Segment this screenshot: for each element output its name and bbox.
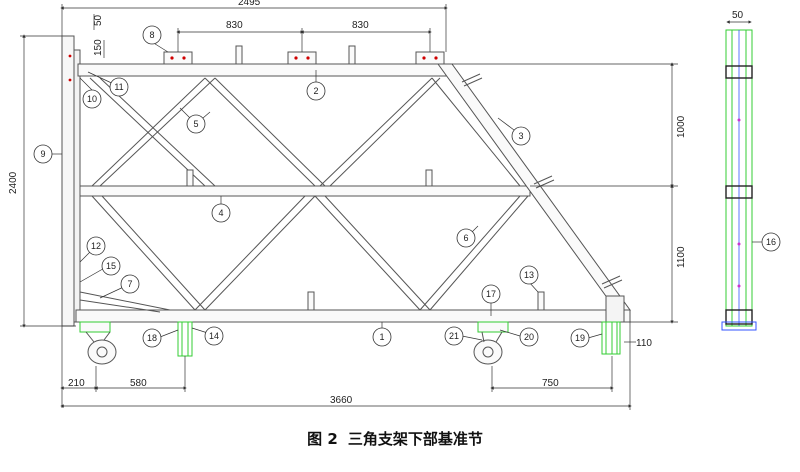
support-feet xyxy=(177,321,621,357)
dimension-texts: 2495 830 830 50 150 2400 1000 1100 110 2… xyxy=(8,0,744,406)
bottom-chord xyxy=(75,309,631,323)
dim-50: 50 xyxy=(93,14,104,26)
balloon-13: 13 xyxy=(524,270,534,280)
dim-right-1100: 1100 xyxy=(676,246,687,268)
dim-left-height: 2400 xyxy=(8,171,19,194)
balloon-1-circle xyxy=(372,327,392,347)
top-plates xyxy=(163,51,445,65)
balloon-14: 14 xyxy=(209,331,219,341)
dim-top-span-1: 830 xyxy=(226,20,243,31)
dim-side-50: 50 xyxy=(732,10,744,21)
dim-bottom-580: 580 xyxy=(130,378,147,389)
balloon-21: 21 xyxy=(449,331,459,341)
dim-bottom-210: 210 xyxy=(68,378,85,389)
balloon-18: 18 xyxy=(147,333,157,343)
balloon-3: 3 xyxy=(518,131,523,141)
balloon-4: 4 xyxy=(218,208,223,218)
balloon-17: 17 xyxy=(486,289,496,299)
balloon-9: 9 xyxy=(40,149,45,159)
balloon-1: 1 xyxy=(379,332,384,342)
balloon-11: 11 xyxy=(114,82,123,92)
balloon-2: 2 xyxy=(313,86,318,96)
plate-holes xyxy=(68,54,438,82)
figure-title: 三角支架下部基准节 xyxy=(347,430,483,448)
balloons xyxy=(33,25,781,348)
balloon-19: 19 xyxy=(575,333,585,343)
balloon-20: 20 xyxy=(524,332,534,342)
dim-bottom-750: 750 xyxy=(542,378,559,389)
balloon-15: 15 xyxy=(106,261,116,271)
left-column xyxy=(61,35,75,327)
figure-number: 图 2 xyxy=(307,430,338,448)
balloon-12: 12 xyxy=(91,241,101,251)
inclined-member xyxy=(437,63,631,311)
dim-right-1000: 1000 xyxy=(676,115,687,138)
middle-chord xyxy=(79,185,531,197)
side-view xyxy=(721,29,757,331)
balloon-8: 8 xyxy=(149,30,154,40)
dim-bottom-total: 3660 xyxy=(330,395,353,406)
balloon-10: 10 xyxy=(87,94,97,104)
balloon-7: 7 xyxy=(127,279,132,289)
dim-top-total: 2495 xyxy=(238,0,261,8)
lug-stubs xyxy=(186,45,623,311)
dim-110: 110 xyxy=(636,338,652,349)
figure-caption: 图 2 三角支架下部基准节 xyxy=(0,428,800,449)
dimension-lines xyxy=(20,4,752,410)
balloon-6: 6 xyxy=(463,233,468,243)
balloon-labels: 1 2 3 4 5 6 7 8 9 10 11 12 13 14 15 16 1… xyxy=(40,30,776,343)
top-chord xyxy=(77,63,447,77)
balloon-5: 5 xyxy=(193,119,198,129)
side-view-marks xyxy=(737,118,741,288)
balloon-16: 16 xyxy=(766,237,776,247)
main-frame xyxy=(61,35,631,327)
dim-top-span-2: 830 xyxy=(352,20,369,31)
wheel-assemblies xyxy=(79,321,509,365)
dim-150: 150 xyxy=(93,39,104,56)
